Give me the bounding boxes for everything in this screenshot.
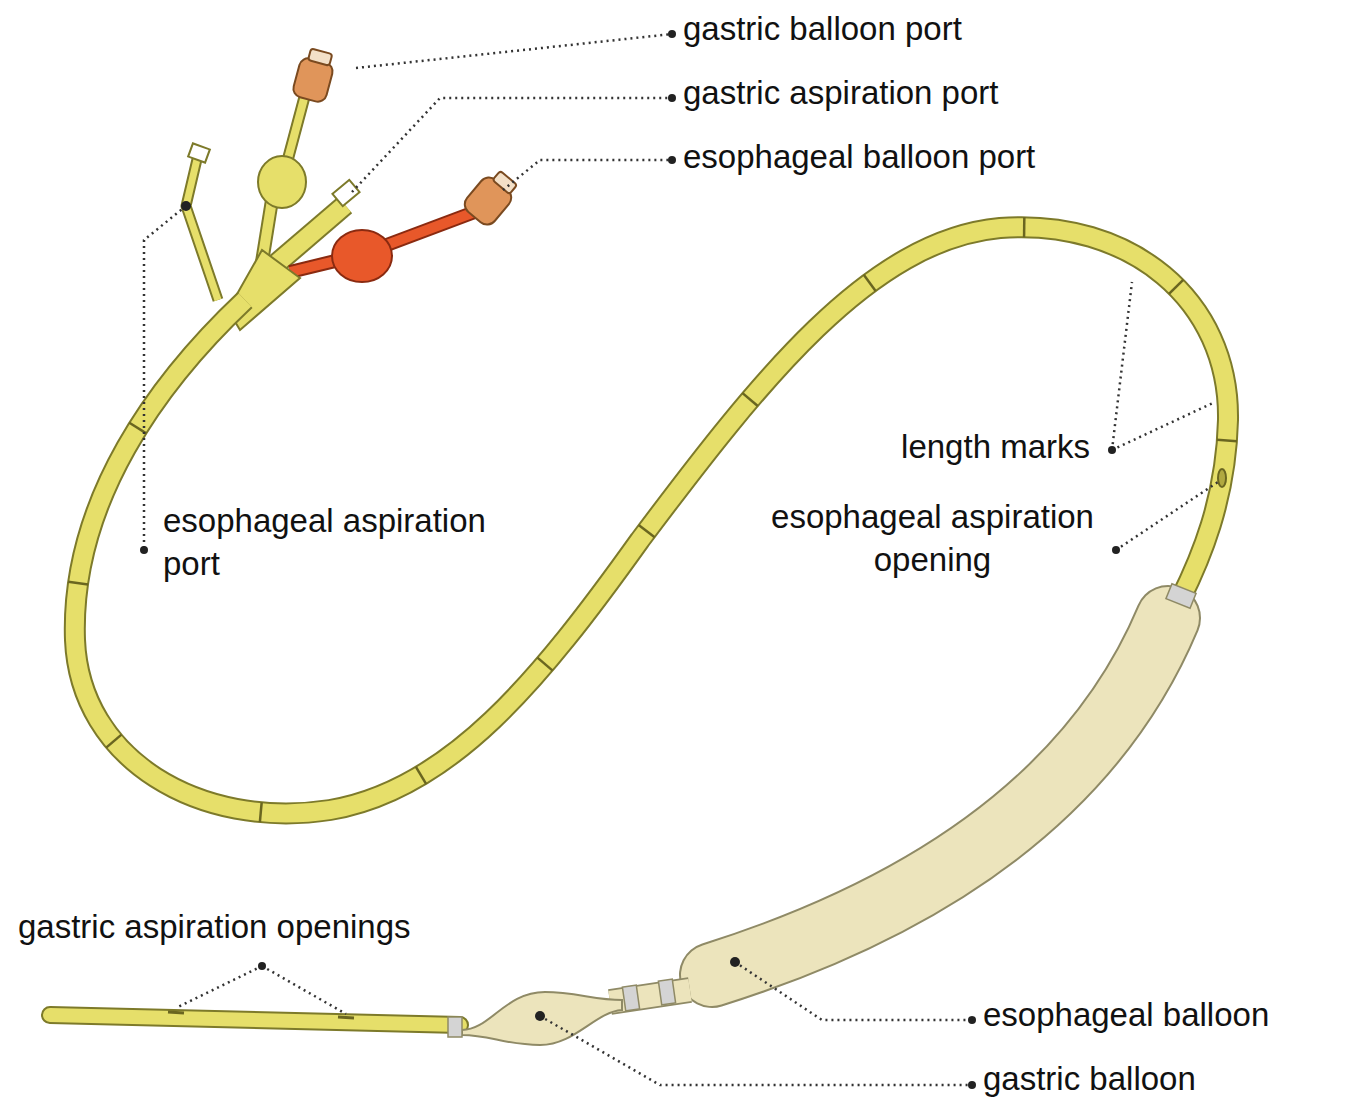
length-mark <box>260 802 262 822</box>
distal-tube <box>50 1015 460 1025</box>
leader-line <box>176 966 262 1008</box>
length-mark <box>1023 217 1026 237</box>
length-mark <box>1217 440 1237 442</box>
leader-dot <box>668 30 676 38</box>
leader-dot <box>668 156 676 164</box>
gastric-pilot-balloon <box>258 156 306 208</box>
leader-line <box>262 966 346 1014</box>
leader-line <box>503 160 672 190</box>
balloon-band <box>448 1017 462 1037</box>
esophageal-balloon <box>712 618 1168 975</box>
leader-dot <box>535 1011 545 1021</box>
part-label: esophageal aspiration opening <box>765 496 1100 582</box>
balloon-band <box>658 979 675 1005</box>
length-mark <box>1169 280 1183 294</box>
leader-dot <box>730 957 740 967</box>
gastric-balloon <box>462 992 622 1045</box>
tube <box>50 48 1237 1045</box>
leader-line <box>1112 282 1132 450</box>
length-mark <box>416 767 426 784</box>
gastric-aspiration-opening <box>338 1017 354 1018</box>
leader-dot <box>968 1016 976 1024</box>
leader-dot <box>968 1081 976 1089</box>
part-label: esophageal balloon port <box>683 136 1035 179</box>
length-mark <box>129 423 146 434</box>
leader-line <box>144 206 186 550</box>
part-label: length marks <box>901 426 1090 469</box>
main-tube <box>75 227 1228 813</box>
length-mark <box>68 582 88 585</box>
leader-line <box>352 98 672 192</box>
leader-line <box>735 962 972 1020</box>
length-mark <box>106 735 121 748</box>
leader-dot <box>1108 446 1116 454</box>
main-tube <box>75 227 1228 813</box>
leader-dot <box>258 962 266 970</box>
leader-dot <box>140 546 148 554</box>
leader-line <box>1116 482 1218 550</box>
gastric-aspiration-opening <box>168 1012 184 1013</box>
esophageal-aspiration-opening <box>1218 469 1226 487</box>
length-mark <box>743 393 758 406</box>
length-mark <box>639 525 655 537</box>
part-label: gastric balloon <box>983 1058 1196 1101</box>
part-label: gastric balloon port <box>683 8 962 51</box>
length-mark <box>864 275 876 291</box>
leader-dot <box>181 201 191 211</box>
esophageal-pilot-balloon <box>332 230 392 282</box>
part-label: gastric aspiration port <box>683 72 998 115</box>
balloon-band <box>622 985 639 1011</box>
esophageal-aspiration-port <box>188 143 210 162</box>
port-cap <box>308 48 332 65</box>
leader-line <box>356 34 672 68</box>
leader-line <box>1112 402 1215 450</box>
gastric-aspiration-port <box>332 180 359 206</box>
distal-tube <box>50 1015 460 1025</box>
part-label: gastric aspiration openings <box>18 906 411 949</box>
leader-dot <box>1112 546 1120 554</box>
balloon-band <box>1166 584 1196 609</box>
leader-dot <box>668 94 676 102</box>
esophageal-aspiration-arm <box>186 155 218 300</box>
part-label: esophageal aspiration port <box>163 500 548 586</box>
part-label: esophageal balloon <box>983 994 1269 1037</box>
esophageal-balloon <box>712 618 1168 975</box>
leader-line <box>540 1016 972 1085</box>
length-mark <box>537 658 552 671</box>
esophageal-aspiration-arm <box>186 155 218 300</box>
